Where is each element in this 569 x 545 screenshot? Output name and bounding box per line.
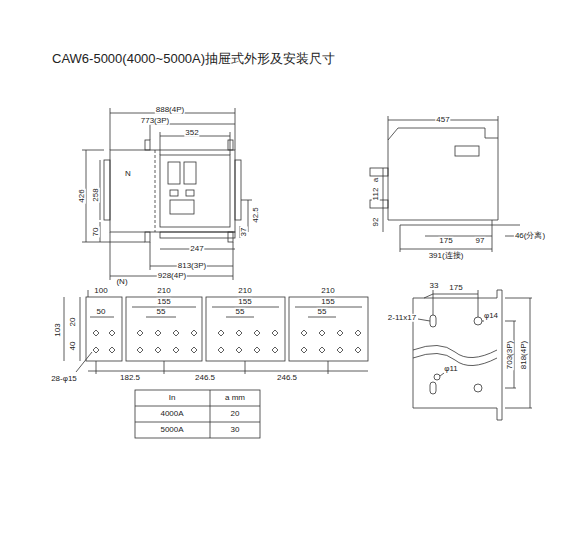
dimension-text: 155 [237, 298, 252, 306]
bolt-hole [236, 347, 242, 353]
hole-callout: φ14 [483, 312, 499, 320]
bolt-hole [218, 330, 224, 336]
dimension-text: 155 [320, 298, 335, 306]
bolt-hole [93, 347, 99, 353]
bolt-hole [109, 347, 115, 353]
dimension-text: 100 [93, 287, 108, 295]
table-cell: 30 [230, 426, 241, 434]
dimension-text: 703(3P) [506, 340, 514, 370]
rating-table [135, 390, 260, 438]
dimension-text: 247 [189, 245, 204, 253]
dimension-text: 175 [448, 284, 463, 292]
dimension-text: 42.5 [252, 206, 260, 224]
pole-label: (N) [115, 278, 128, 286]
side-view [370, 116, 520, 252]
bolt-hole [173, 347, 179, 353]
dimension-text: 818(4P) [520, 340, 528, 370]
dimension-text: 33 [429, 282, 440, 290]
dimension-text: 258 [92, 187, 100, 202]
dimension-text: 37 [240, 227, 248, 238]
bolt-hole [137, 347, 143, 353]
drawing-title: CAW6-5000(4000~5000A)抽屉式外形及安装尺寸 [52, 50, 335, 68]
dimension-text: 426 [78, 188, 86, 203]
dimension-text: 40 [69, 341, 77, 352]
table-cell: 4000A [159, 410, 184, 418]
dimension-text: 888(4P) [155, 106, 185, 114]
bolt-hole [337, 330, 343, 336]
table-cell: a mm [224, 394, 246, 402]
dimension-text: 210 [237, 287, 252, 295]
bolt-hole [191, 330, 197, 336]
bolt-hole [254, 347, 260, 353]
bolt-hole [191, 347, 197, 353]
dimension-text: 50 [96, 308, 107, 316]
table-cell: 5000A [159, 426, 184, 434]
pole-label: N [124, 170, 132, 178]
dimension-text: 457 [435, 116, 450, 124]
bolt-hole [319, 330, 325, 336]
bolt-hole [272, 347, 278, 353]
hole-callout: φ11 [443, 365, 459, 373]
dimension-text: a [372, 177, 380, 183]
dimension-text: 182.5 [119, 374, 141, 382]
hole-callout: 2-11x17 [387, 314, 417, 322]
dimension-text: 246.5 [276, 374, 298, 382]
dimension-text: 70 [92, 227, 100, 238]
bolt-hole [173, 330, 179, 336]
bolt-hole [319, 347, 325, 353]
dimension-text: 92 [372, 217, 380, 228]
hole-callout: 28-φ15 [50, 375, 78, 383]
dimension-text: 97 [475, 237, 486, 245]
dimension-text: 20 [69, 317, 77, 328]
dimension-text: 352 [184, 129, 199, 137]
dimension-text: 55 [235, 308, 246, 316]
dimension-text: 813(3P) [177, 262, 207, 270]
table-cell: 20 [230, 410, 241, 418]
dimension-text: 773(3P) [140, 117, 170, 125]
bolt-hole [155, 347, 161, 353]
dimension-text: 103 [54, 322, 62, 337]
dimension-text: 55 [317, 308, 328, 316]
mounting-view [413, 290, 532, 420]
bolt-hole [137, 330, 143, 336]
bolt-hole [236, 330, 242, 336]
bolt-hole [355, 330, 361, 336]
bolt-hole [109, 330, 115, 336]
dimension-text: 155 [156, 298, 171, 306]
bolt-hole [254, 330, 260, 336]
dimension-text: 46(分离) [514, 232, 546, 240]
dimension-text: 210 [320, 287, 335, 295]
front-view [82, 108, 252, 280]
bolt-hole [301, 347, 307, 353]
bolt-hole [93, 330, 99, 336]
bolt-hole [272, 330, 278, 336]
terminal-view [64, 290, 368, 374]
bolt-hole [218, 347, 224, 353]
dimension-text: 55 [156, 308, 167, 316]
bolt-hole [301, 330, 307, 336]
dimension-text: 391(连接) [428, 252, 465, 260]
dimension-text: 928(4P) [157, 272, 187, 280]
dimension-text: 175 [438, 237, 453, 245]
table-cell: In [168, 394, 177, 402]
dimension-text: 246.5 [194, 374, 216, 382]
bolt-hole [155, 330, 161, 336]
bolt-hole [337, 347, 343, 353]
dimension-text: 112 [372, 187, 380, 202]
bolt-hole [355, 347, 361, 353]
dimension-text: 210 [156, 287, 171, 295]
